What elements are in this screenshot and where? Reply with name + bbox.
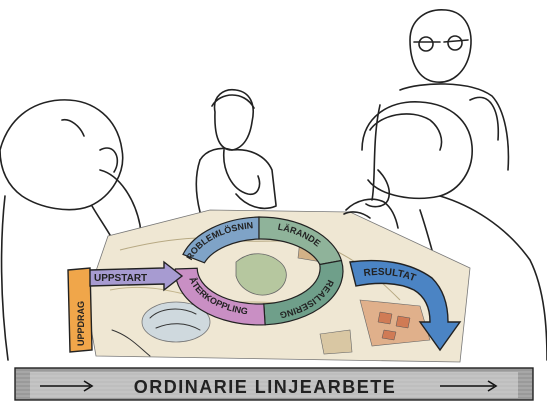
uppdrag-label: UPPDRAG [76,301,86,346]
arm-hands-over-map [235,193,371,219]
banner-label: ORDINARIE LINJEARBETE [134,377,397,397]
cycle-stage-aterkoppling [174,267,266,326]
linjearbete-banner: ORDINARIE LINJEARBETE [14,367,534,401]
uppstart-arrow: UPPSTART [89,260,184,292]
uppdrag-bar: UPPDRAG [67,267,93,353]
resultat-arrow: RESULTAT [349,259,462,352]
uppstart-label: UPPSTART [94,273,147,284]
